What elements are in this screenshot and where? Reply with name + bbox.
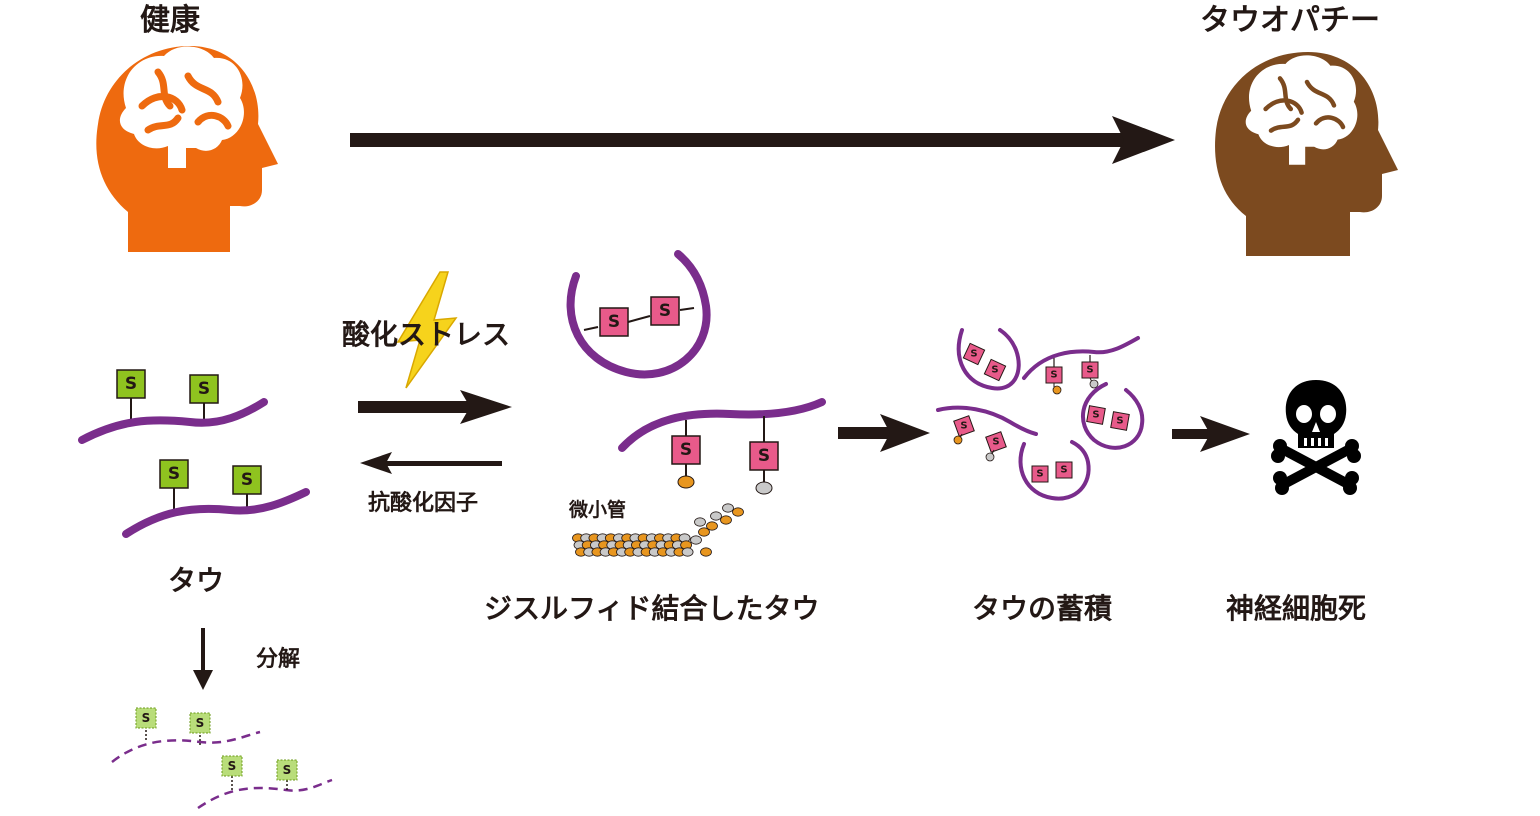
s-mark: S xyxy=(680,440,692,460)
progression-arrow xyxy=(350,116,1175,164)
microtubule-bead xyxy=(694,517,706,527)
degraded-tau-fragments: S S S S xyxy=(111,707,333,810)
s-mark: S xyxy=(1060,465,1067,476)
tau-aggregate: S S S S S S S S S S xyxy=(936,328,1145,501)
s-mark: S xyxy=(1092,410,1099,421)
s-mark: S xyxy=(198,379,210,399)
s-mark: S xyxy=(142,711,151,725)
s-mark: S xyxy=(1036,469,1043,480)
microtubule-bead xyxy=(706,521,718,531)
accumulation-arrow xyxy=(838,414,930,452)
skull-crossbones-icon xyxy=(1271,380,1361,495)
tau-strand-upper: S S xyxy=(78,369,268,444)
microtubule-bead xyxy=(690,535,702,545)
s-mark: S xyxy=(228,759,237,773)
tauopathy-head-icon xyxy=(1215,52,1398,256)
s-mark: S xyxy=(196,716,205,730)
s-mark: S xyxy=(1116,416,1123,427)
disulfide-tau-curled: S S xyxy=(566,250,711,379)
microtubule-bead xyxy=(732,507,744,517)
s-mark: S xyxy=(659,301,671,321)
disulfide-tau-label: ジスルフィド結合したタウ xyxy=(484,592,819,625)
reduction-arrow xyxy=(360,452,502,474)
microtubule xyxy=(572,503,744,557)
microtubule-bead xyxy=(698,527,710,537)
tauopathy-label: タウオパチー xyxy=(1200,3,1380,38)
s-mark: S xyxy=(168,464,180,484)
s-mark: S xyxy=(991,365,998,376)
lightning-bolt-icon xyxy=(396,271,458,389)
s-mark: S xyxy=(125,374,137,394)
antioxidant-label: 抗酸化因子 xyxy=(368,490,478,516)
degradation-arrow xyxy=(193,628,213,690)
tau-accumulation-label: タウの蓄積 xyxy=(972,592,1112,625)
healthy-label: 健康 xyxy=(140,3,201,38)
oxidation-arrow xyxy=(358,390,512,424)
microtubule-bead xyxy=(681,547,694,557)
tau-label: タウ xyxy=(168,564,224,597)
microtubule-bead xyxy=(700,547,712,557)
degradation-label: 分解 xyxy=(256,646,300,672)
disulfide-tau-straight: S S xyxy=(618,398,826,495)
oxidative-stress-label: 酸化ストレス xyxy=(342,318,510,351)
microtubule-label: 微小管 xyxy=(568,498,626,521)
s-mark: S xyxy=(241,470,253,490)
s-mark: S xyxy=(970,349,977,360)
microtubule-bead xyxy=(722,503,734,513)
s-mark: S xyxy=(1086,365,1093,376)
s-mark: S xyxy=(608,312,620,332)
neuronal-death-label: 神経細胞死 xyxy=(1226,592,1366,625)
s-mark: S xyxy=(758,446,770,466)
s-mark: S xyxy=(992,437,999,448)
microtubule-bead xyxy=(710,511,722,521)
s-mark: S xyxy=(283,763,292,777)
s-mark: S xyxy=(960,421,967,432)
healthy-head-icon xyxy=(96,46,278,252)
microtubule-bead xyxy=(720,515,732,525)
s-mark: S xyxy=(1050,370,1057,381)
tau-strand-lower: S S xyxy=(122,459,310,538)
death-arrow xyxy=(1172,416,1250,452)
